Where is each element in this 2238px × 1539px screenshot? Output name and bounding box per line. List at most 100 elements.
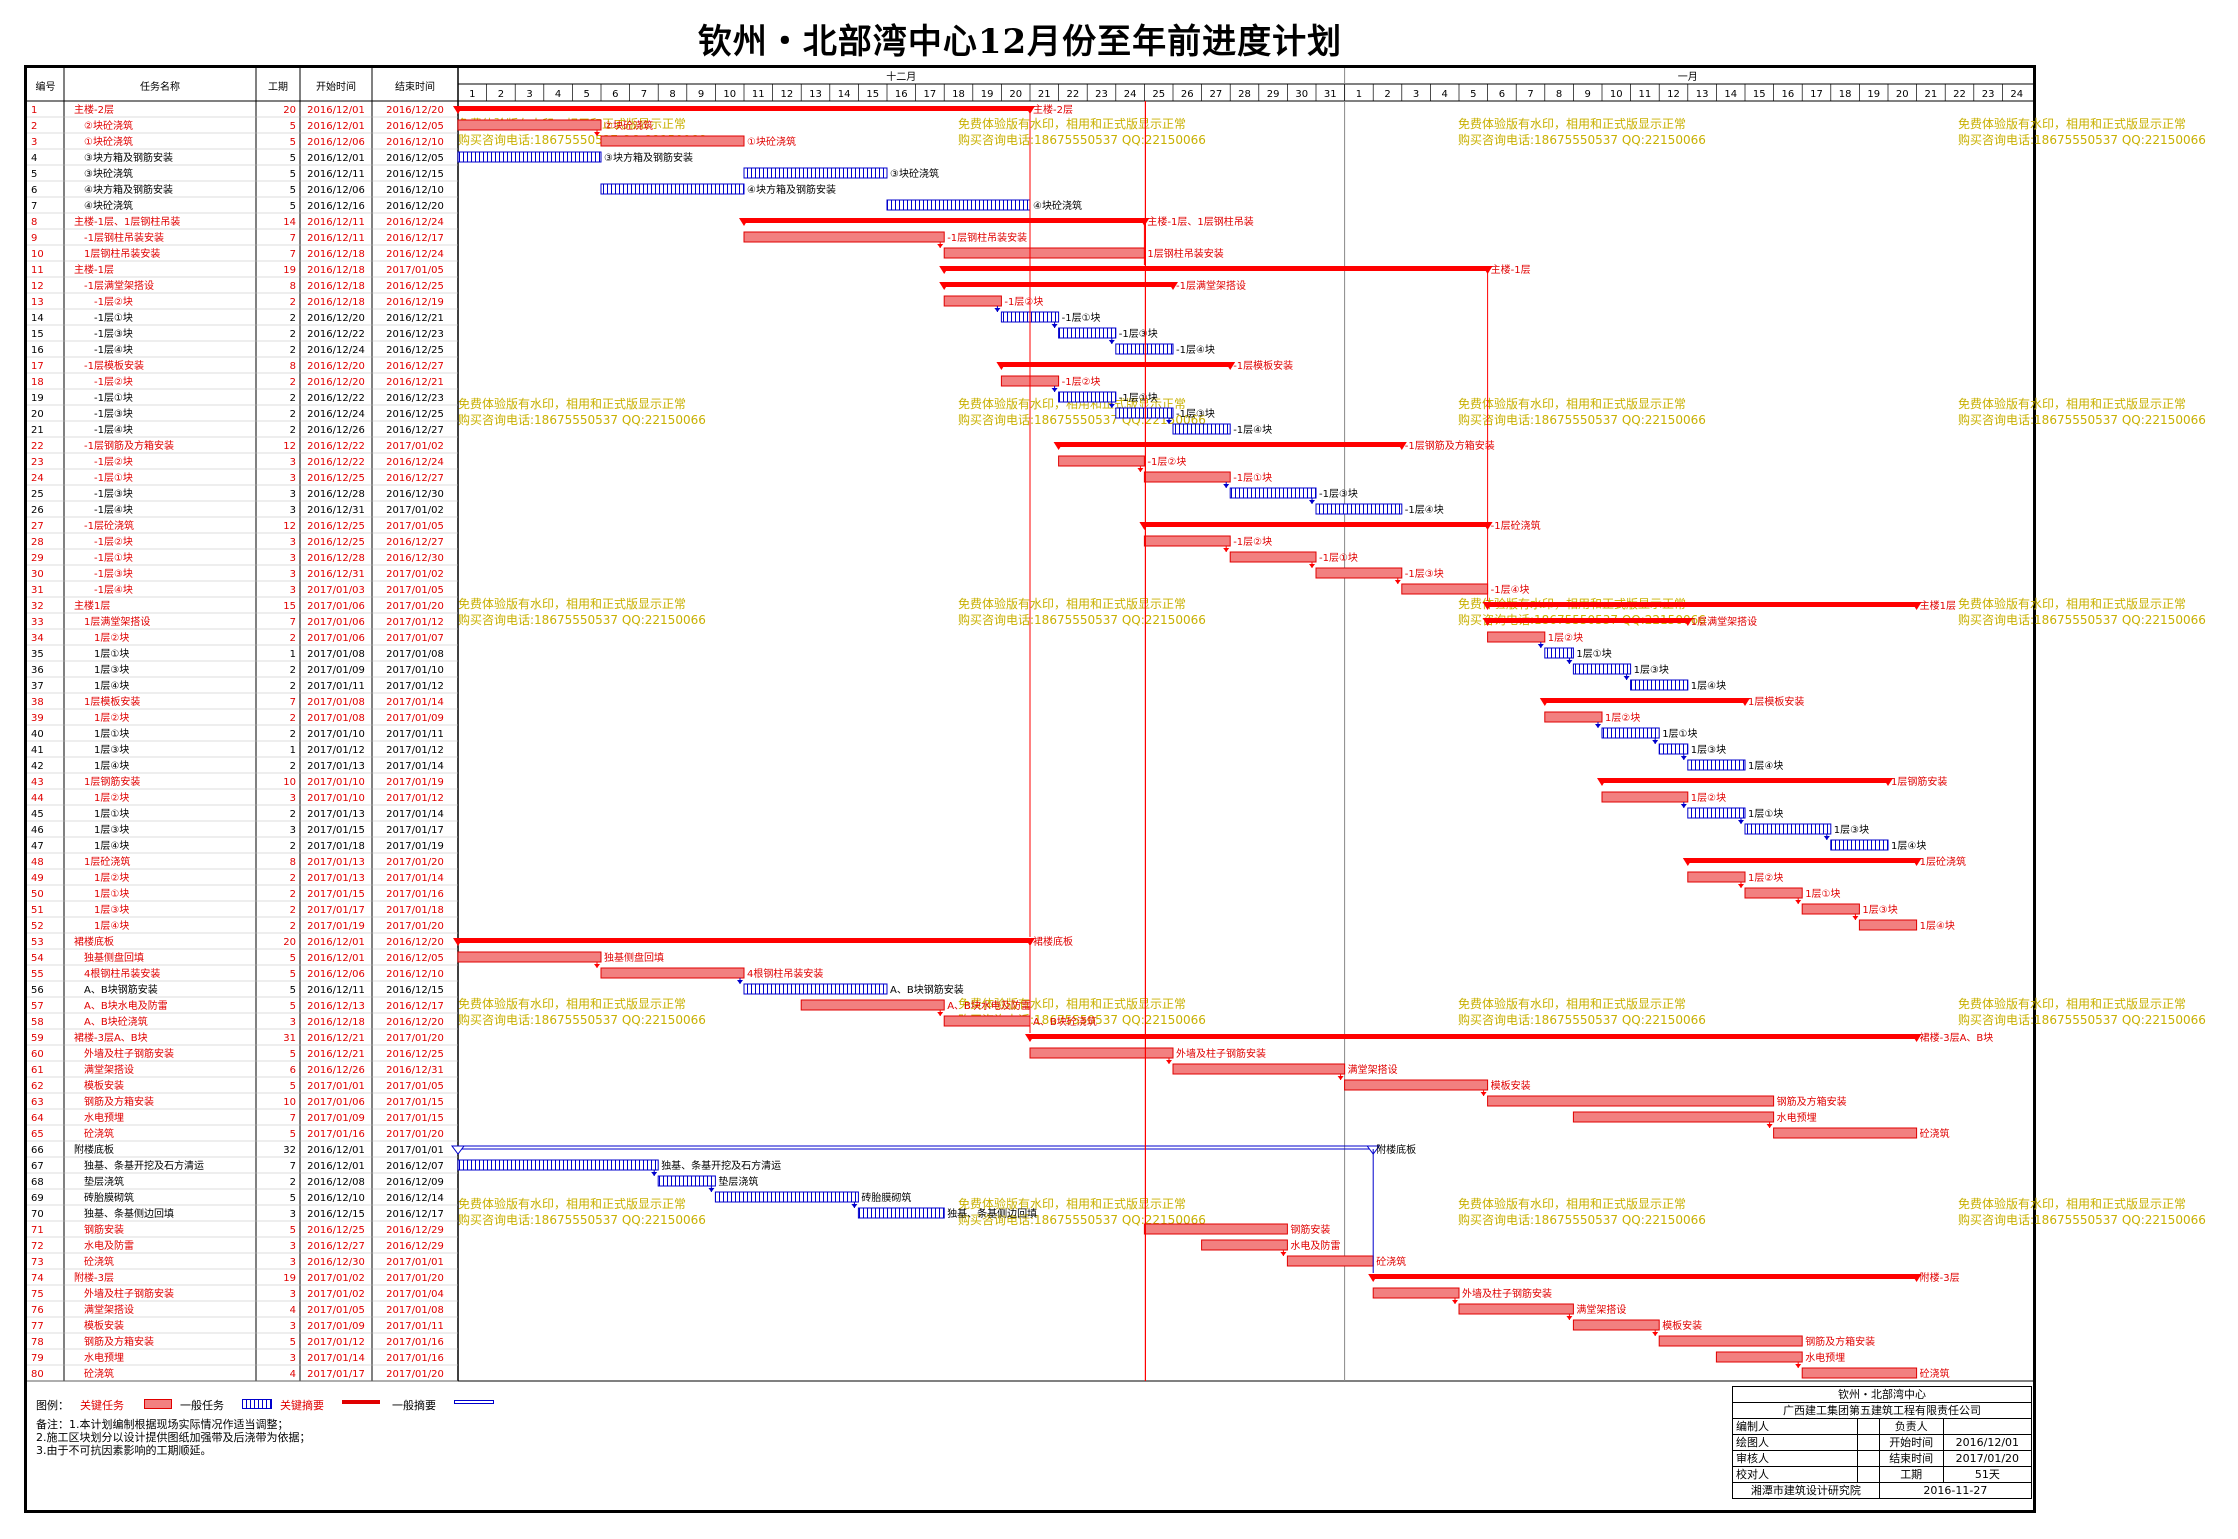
task-duration: 2: [290, 425, 296, 436]
task-bar-normal: [1687, 807, 1746, 819]
bar-label: -1层②块: [1004, 296, 1043, 308]
task-id: 41: [31, 745, 44, 756]
summary-bar-critical: [744, 218, 1145, 223]
task-name: -1层钢柱吊装安装: [84, 231, 164, 244]
day-label: 1: [1356, 89, 1362, 100]
dependency-arrow: [851, 1204, 858, 1208]
legend-critical-task-label: 关键任务: [80, 1399, 124, 1412]
day-label: 18: [1839, 89, 1852, 100]
bar-label: 主楼-1层: [1491, 263, 1531, 276]
bar-label: -1层③块: [1176, 408, 1215, 420]
task-end: 2017/01/12: [386, 793, 444, 804]
task-id: 76: [31, 1305, 44, 1316]
task-bar-critical: [800, 999, 945, 1011]
task-id: 47: [31, 841, 44, 852]
summary-bar-critical: [458, 106, 1030, 111]
task-duration: 3: [290, 473, 296, 484]
task-duration: 12: [283, 441, 296, 452]
task-name: 水电预埋: [84, 1351, 124, 1364]
task-start: 2017/01/15: [307, 825, 365, 836]
dependency-arrow: [1452, 1300, 1458, 1304]
task-name: 水电及防雷: [84, 1239, 134, 1252]
task-name: 水电预埋: [84, 1111, 124, 1124]
task-id: 62: [31, 1081, 44, 1092]
task-bar-critical: [1458, 1303, 1574, 1315]
summary-bar-critical: [1030, 1034, 1917, 1039]
task-end: 2017/01/14: [386, 697, 444, 708]
task-name: 主楼-1层: [74, 263, 114, 276]
task-start: 2017/01/10: [307, 777, 365, 788]
task-name: 主楼-2层: [74, 103, 114, 116]
task-name: 砖胎膜砌筑: [84, 1191, 134, 1204]
task-id: 50: [31, 889, 44, 900]
task-end: 2016/12/05: [386, 121, 444, 132]
task-end: 2016/12/17: [386, 1209, 444, 1220]
task-end: 2016/12/25: [386, 281, 444, 292]
watermark-line1: 免费体验版有水印，相用和正式版显示正常: [1458, 396, 1686, 411]
day-label: 23: [1095, 89, 1108, 100]
tb-project: 钦州・北部湾中心: [1732, 1386, 2032, 1403]
task-duration: 5: [290, 1225, 296, 1236]
bar-label: A、B块水电及防雷: [947, 999, 1031, 1012]
task-id: 29: [31, 553, 44, 564]
day-label: 5: [584, 89, 590, 100]
task-duration: 3: [290, 505, 296, 516]
task-end: 2016/12/27: [386, 537, 444, 548]
tb-footer-left: 湘潭市建筑设计研究院: [1732, 1482, 1880, 1499]
task-bar-normal: [1601, 727, 1660, 739]
task-end: 2017/01/16: [386, 1353, 444, 1364]
task-duration: 5: [290, 1001, 296, 1012]
summary-start-marker: [1053, 442, 1064, 450]
task-start: 2016/12/30: [307, 1257, 365, 1268]
summary-start-marker: [1597, 778, 1607, 786]
task-start: 2017/01/19: [307, 921, 365, 932]
bar-label: -1层②块: [1147, 456, 1186, 468]
task-end: 2016/12/09: [386, 1177, 444, 1188]
dependency-arrow: [1623, 676, 1630, 680]
task-start: 2016/12/22: [307, 393, 365, 404]
watermark-line1: 免费体验版有水印，相用和正式版显示正常: [1458, 996, 1686, 1011]
task-bar-critical: [1744, 887, 1803, 899]
task-start: 2017/01/13: [307, 809, 365, 820]
watermark-line1: 免费体验版有水印，相用和正式版显示正常: [1958, 1196, 2186, 1211]
day-label: 7: [641, 89, 647, 100]
task-duration: 7: [290, 1161, 296, 1172]
task-start: 2016/12/25: [307, 521, 365, 532]
bar-label: 1层满堂架搭设: [1691, 615, 1757, 628]
task-name: 独基侧盘回填: [84, 951, 144, 964]
task-bar-critical: [1172, 1063, 1346, 1075]
tb-cell: 编制人: [1732, 1418, 1858, 1435]
dependency-arrow: [1795, 1364, 1802, 1368]
task-bar-critical: [1487, 631, 1546, 643]
task-bar-normal: [743, 983, 888, 995]
task-end: 2016/12/20: [386, 201, 444, 212]
bar-label: -1层④块: [1176, 344, 1215, 356]
task-id: 68: [31, 1177, 44, 1188]
bar-label: 水电及防雷: [1290, 1239, 1340, 1252]
bar-label: A、B块钢筋安装: [890, 983, 964, 996]
task-start: 2017/01/17: [307, 905, 365, 916]
task-duration: 5: [290, 185, 296, 196]
task-duration: 2: [290, 713, 296, 724]
dependency-arrow: [1166, 420, 1172, 424]
bar-label: 垫层浇筑: [718, 1175, 758, 1188]
task-bar-critical: [743, 231, 945, 243]
task-name: 满堂架搭设: [84, 1303, 134, 1316]
summary-bar-critical: [458, 938, 1030, 943]
task-start: 2017/01/11: [307, 681, 365, 692]
task-duration: 2: [290, 921, 296, 932]
summary-bar-critical: [1001, 362, 1231, 367]
task-end: 2016/12/23: [386, 329, 444, 340]
task-start: 2017/01/13: [307, 873, 365, 884]
task-bar-critical: [1715, 1351, 1803, 1363]
task-duration: 3: [290, 1257, 296, 1268]
watermark-line2: 购买咨询电话:18675550537 QQ:22150066: [1458, 412, 1706, 427]
task-start: 2016/12/21: [307, 1049, 365, 1060]
dependency-arrow: [1680, 804, 1687, 808]
legend-normal-task-swatch: [242, 1399, 272, 1409]
task-duration: 5: [290, 153, 296, 164]
task-id: 35: [31, 649, 44, 660]
dependency-arrow: [994, 308, 1001, 312]
bar-label: -1层④块: [1233, 424, 1272, 436]
task-id: 77: [31, 1321, 44, 1332]
